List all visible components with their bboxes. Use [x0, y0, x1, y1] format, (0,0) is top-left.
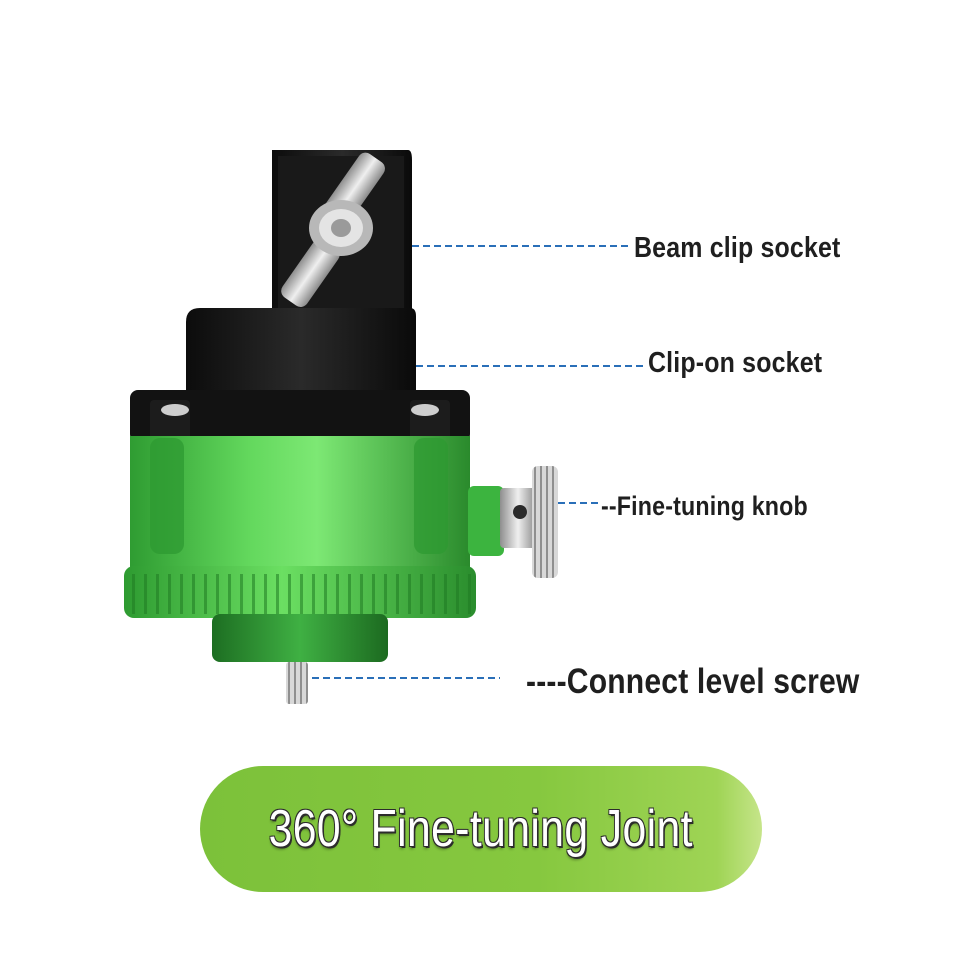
clip-on-block [186, 308, 416, 398]
wing-nut [281, 152, 385, 307]
body-cap [130, 390, 470, 442]
fine-tuning-knob-illustration [468, 466, 558, 578]
leader-lines [312, 245, 644, 679]
title-banner: 360° Fine-tuning Joint [200, 766, 762, 892]
level-screw [286, 662, 308, 704]
label-fine-tuning-knob: --Fine-tuning knob [601, 491, 808, 521]
label-connect-level-screw: ----Connect level screw [526, 662, 860, 701]
foot [212, 614, 388, 662]
green-body [130, 436, 470, 576]
label-beam-clip-socket: Beam clip socket [634, 232, 841, 264]
banner-title-text: 360° Fine-tuning Joint [268, 800, 694, 858]
banner-title: 360° Fine-tuning Joint [200, 766, 762, 892]
ridged-ring [124, 566, 476, 618]
label-clip-on-socket: Clip-on socket [648, 347, 823, 379]
